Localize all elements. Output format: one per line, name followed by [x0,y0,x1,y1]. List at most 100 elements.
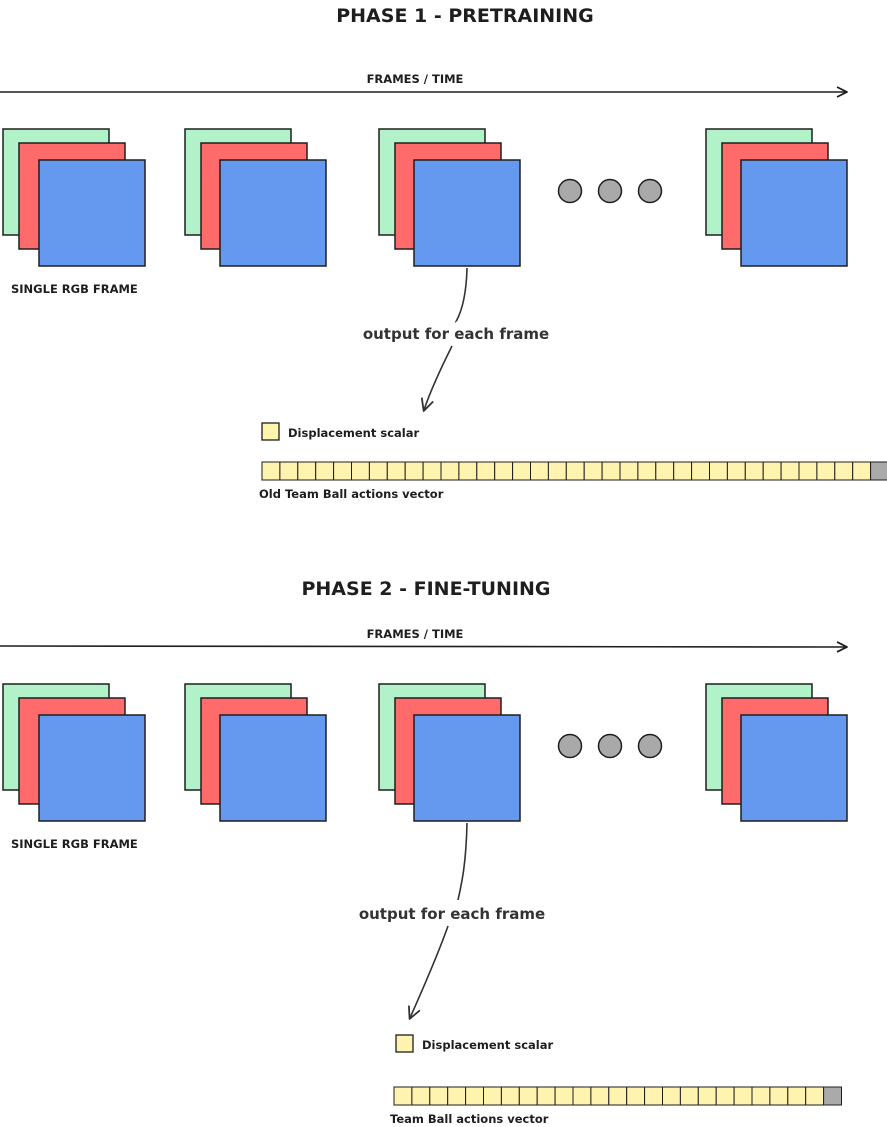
vector-cell [530,461,549,481]
vector-cell [816,461,836,481]
vector-cell [852,461,872,481]
vector-cell [691,461,710,481]
vector-cell [762,461,782,481]
vector-cell [655,461,675,481]
vector-cell [805,1086,825,1106]
vector-cell [333,461,353,481]
phase1-frame-stack-3 [378,128,521,267]
phase2-title: PHASE 2 - FINE-TUNING [301,578,550,600]
phase2-frame-stack-3 [378,683,521,822]
vector-cell [751,1086,771,1106]
phase2-ellipsis-dots [557,733,663,759]
phase2-actions-vector [393,1086,842,1106]
vector-cell [637,461,657,481]
vector-cell [422,461,442,481]
vector-cell [565,461,585,481]
vector-cell [440,461,460,481]
vector-cell [673,461,693,481]
ellipsis-dot [637,178,663,204]
vector-cell [411,1086,431,1106]
phase1-frame-stack-1 [2,128,146,267]
vector-cell [590,1086,610,1106]
vector-cell [315,461,335,481]
phase2-legend-swatch [395,1034,414,1053]
vector-cell [715,1086,735,1106]
vector-end-cell [870,461,887,481]
phase1-frame-stack-4 [705,128,848,267]
vector-cell [608,1086,628,1106]
vector-cell [393,1086,413,1106]
phase1-section: PHASE 1 - PRETRAINING FRAMES / TIME [0,5,887,501]
vector-cell [512,461,531,481]
vector-cell [429,1086,449,1106]
vector-cell [518,1086,538,1106]
vector-cell [386,461,406,481]
vector-cell [834,461,854,481]
vector-cell [572,1086,592,1106]
vector-cell [554,1086,574,1106]
vector-cell [601,461,621,481]
vector-cell [679,1086,699,1106]
phase2-time-axis [0,641,848,653]
phase1-vector-label: Old Team Ball actions vector [259,487,444,501]
ellipsis-dot [557,178,583,204]
vector-cell [351,461,370,481]
phase2-frame-stack-1 [2,683,146,822]
vector-cell [279,461,299,481]
vector-cell [733,1086,753,1106]
vector-cell [500,1086,520,1106]
phase2-vector-label: Team Ball actions vector [390,1112,549,1126]
phase1-actions-vector [261,461,887,481]
vector-cell [447,1086,467,1106]
phase1-title: PHASE 1 - PRETRAINING [336,5,594,27]
blue-channel [740,714,848,822]
ellipsis-dot [557,733,583,759]
vector-cell [297,461,317,481]
vector-cell [662,1086,681,1106]
vector-cell [547,461,567,481]
vector-cell [536,1086,556,1106]
blue-channel [38,159,146,267]
vector-cell [404,461,424,481]
vector-cell [483,1086,502,1106]
vector-cell [619,461,639,481]
phase1-legend-label: Displacement scalar [288,426,419,440]
blue-channel [740,159,848,267]
ellipsis-dot [597,733,623,759]
vector-end-cell [823,1086,842,1106]
blue-channel [413,714,521,822]
blue-channel [38,714,146,822]
vector-cell [644,1086,663,1106]
phase2-arrow-label: output for each frame [359,905,545,923]
phase2-legend-label: Displacement scalar [422,1038,553,1052]
vector-cell [476,461,496,481]
phase2-output-arrow [410,822,468,1018]
vector-cell [780,461,800,481]
vector-cell [798,461,818,481]
phase2-frame-label: SINGLE RGB FRAME [11,837,138,851]
vector-cell [465,1086,485,1106]
vector-cell [787,1086,807,1106]
vector-cell [494,461,514,481]
phase1-axis-label: FRAMES / TIME [367,72,464,86]
phase1-frame-stack-2 [184,128,327,267]
vector-cell [769,1086,789,1106]
vector-cell [626,1086,646,1106]
vector-cell [368,461,388,481]
vector-cell [261,461,281,481]
vector-cell [697,1086,717,1106]
blue-channel [413,159,521,267]
phase1-legend-swatch [261,422,280,441]
vector-cell [726,461,746,481]
vector-cell [744,461,764,481]
phase2-section: PHASE 2 - FINE-TUNING FRAMES / TIME [0,578,848,1126]
phase1-ellipsis-dots [557,178,663,204]
blue-channel [219,714,327,822]
vector-cell [458,461,478,481]
phase2-axis-label: FRAMES / TIME [367,627,464,641]
vector-cell [709,461,728,481]
phase1-frame-label: SINGLE RGB FRAME [11,282,138,296]
ellipsis-dot [597,178,623,204]
phase1-arrow-label: output for each frame [363,325,549,343]
